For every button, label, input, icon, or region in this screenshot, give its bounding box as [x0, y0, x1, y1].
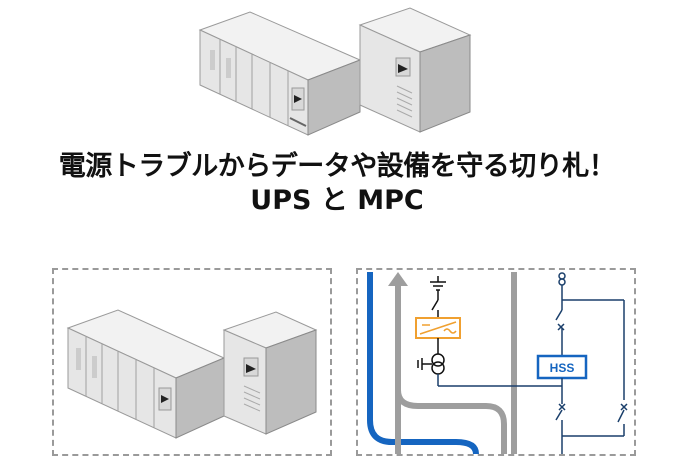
circuit-diagram-panel: HSS — [356, 268, 636, 456]
ups-circuit-diagram: HSS — [367, 272, 628, 454]
top-cabinets-illustration — [190, 0, 480, 150]
small-ups-cabinet — [358, 7, 472, 133]
blue-power-path — [367, 272, 479, 454]
bypass-breaker-icon — [617, 409, 625, 423]
transformer-icon — [431, 353, 445, 367]
ups-branch — [415, 276, 562, 387]
mpc-branch: HSS — [536, 272, 628, 454]
lower-breaker-icon — [555, 409, 563, 421]
heading-line-1: 電源トラブルからデータや設備を守る切り札！ — [58, 151, 616, 182]
large-ups-cabinet — [66, 309, 226, 439]
heading-line-2: UPS と MPC — [250, 185, 424, 216]
breaker-switch-icon — [431, 299, 439, 311]
small-ups-cabinet — [222, 311, 318, 435]
large-ups-cabinet — [198, 11, 362, 136]
hss-label: HSS — [550, 361, 575, 375]
page-heading: 電源トラブルからデータや設備を守る切り札！ UPS と MPC — [0, 150, 674, 218]
ups-image-panel — [52, 268, 332, 456]
bottom-cabinets-illustration — [66, 309, 318, 439]
up-arrow-icon — [388, 272, 408, 286]
upper-breaker-icon — [555, 309, 563, 321]
